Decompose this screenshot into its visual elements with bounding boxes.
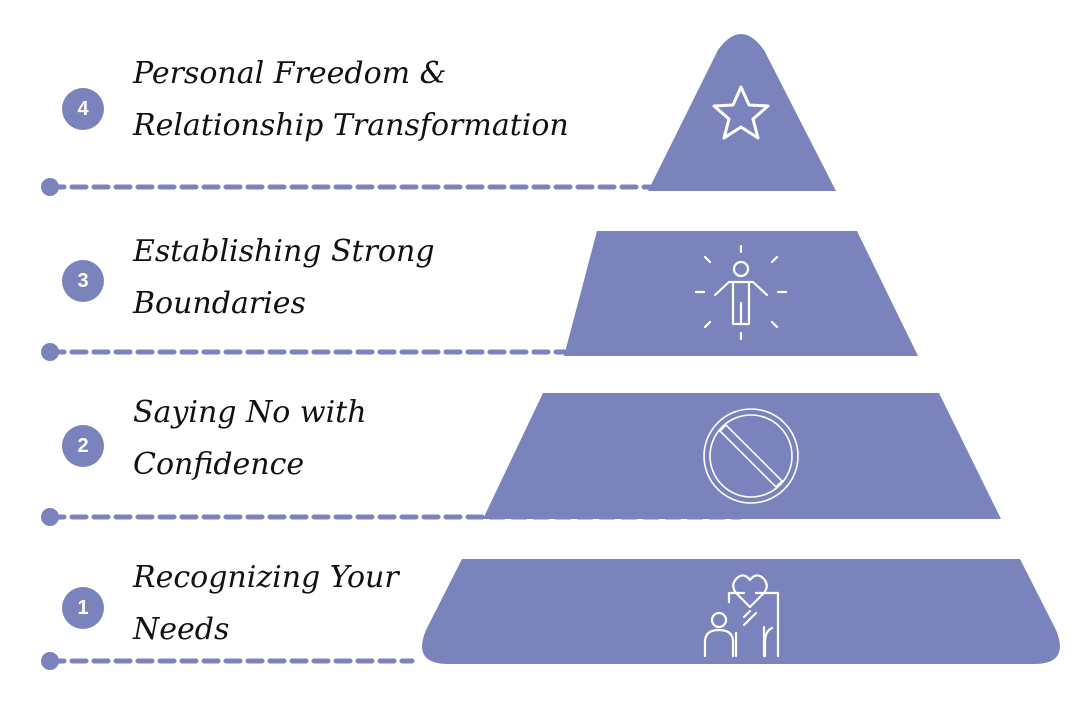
mirror-heart-icon xyxy=(703,574,780,658)
tier-2-connector-dot xyxy=(41,508,59,526)
level-3-label-line2: Boundaries xyxy=(133,286,306,321)
level-1-badge: 1 xyxy=(62,587,104,629)
star-icon xyxy=(712,85,770,140)
prohibition-icon xyxy=(703,408,799,504)
level-2-label-line2: Confidence xyxy=(133,447,305,482)
level-1-label-line1: Recognizing Your xyxy=(133,560,399,595)
level-3-badge: 3 xyxy=(62,260,104,302)
tier-3 xyxy=(41,231,918,361)
tier-4-shape xyxy=(648,34,836,191)
tier-4 xyxy=(41,34,836,196)
tier-3-connector-dot xyxy=(41,343,59,361)
level-1-label: Recognizing Your Needs xyxy=(133,552,399,656)
level-4-label-line2: Relationship Transformation xyxy=(133,108,569,143)
level-2-label-line1: Saying No with xyxy=(133,395,367,430)
radiant-person-icon xyxy=(694,244,788,341)
level-2-badge: 2 xyxy=(62,425,104,467)
tier-1-connector-dot xyxy=(41,652,59,670)
tier-3-shape xyxy=(564,231,918,356)
tier-2 xyxy=(41,393,1001,526)
level-3-label-line1: Establishing Strong xyxy=(133,234,435,269)
level-1-label-line2: Needs xyxy=(133,612,230,647)
tier-4-connector-dot xyxy=(41,178,59,196)
level-3-label: Establishing Strong Boundaries xyxy=(133,226,435,330)
level-4-label: Personal Freedom & Relationship Transfor… xyxy=(133,48,569,152)
tier-2-shape xyxy=(483,393,1001,519)
level-2-label: Saying No with Confidence xyxy=(133,387,367,491)
level-4-badge: 4 xyxy=(62,88,104,130)
tier-1 xyxy=(41,559,1060,670)
tier-1-shape xyxy=(422,559,1060,664)
level-4-label-line1: Personal Freedom & xyxy=(133,56,447,91)
